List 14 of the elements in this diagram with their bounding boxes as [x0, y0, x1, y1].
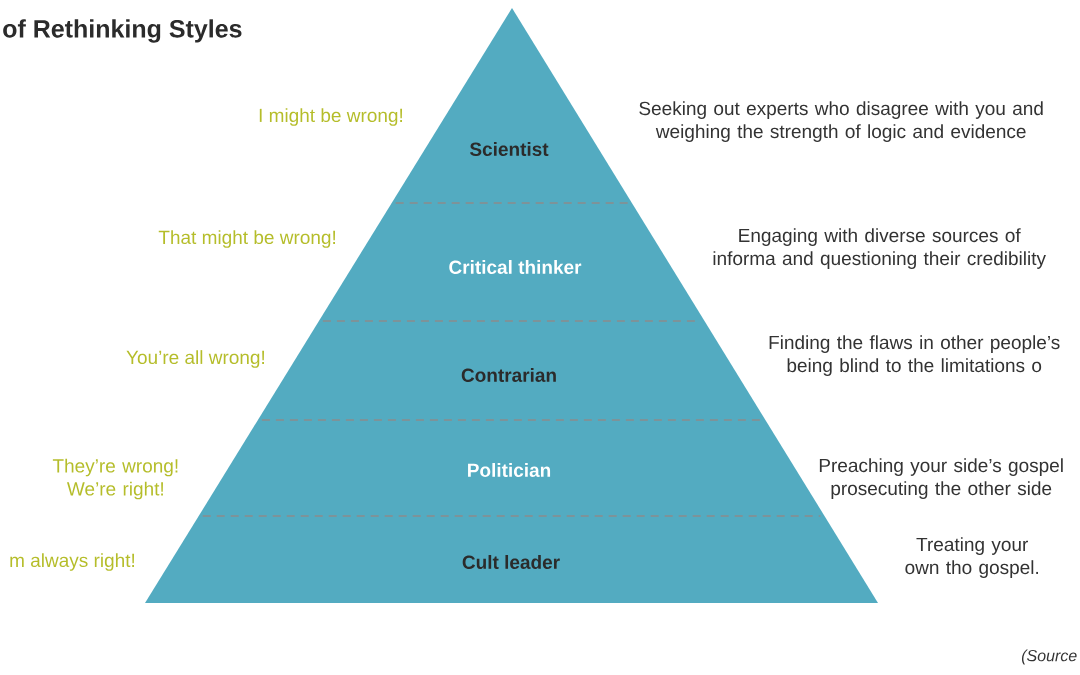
node-label: Contrarian — [461, 368, 556, 382]
description-text: Treating your own tho gospel. — [905, 537, 1038, 578]
description-text: Finding the flaws in other people’s being blind to the limitations o — [769, 335, 1060, 376]
node-label: Scientist — [469, 142, 549, 156]
pyramid-layer: Cult leader — [145, 516, 878, 603]
node-label: Politician — [468, 463, 551, 477]
description-text: Engaging with diverse sources of informa and questioning their credibility — [713, 228, 1046, 269]
quote-text: m always right! — [10, 553, 135, 571]
node-label: Critical thinker — [449, 260, 582, 274]
title: of Rethinking Styles — [3, 19, 242, 43]
quote-text: They’re wrong! We’re right! — [52, 458, 178, 500]
description-text: Seeking out experts who disagree with you and weighing the strength of logic and evidence — [639, 101, 1043, 142]
node-label: Cult leader — [462, 555, 560, 569]
source-note: (Source — [1021, 649, 1077, 665]
